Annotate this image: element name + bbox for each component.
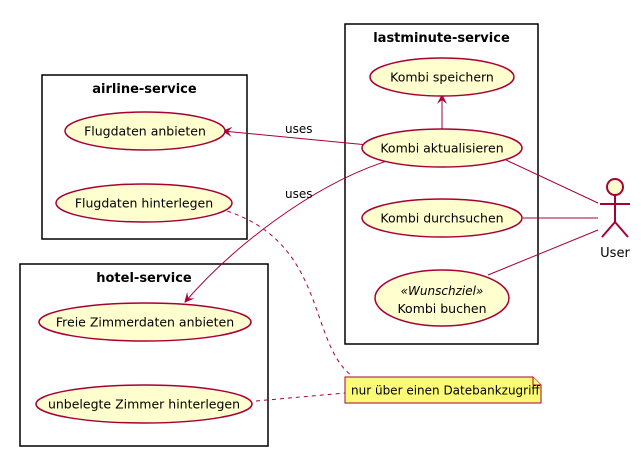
package-title-hotel: hotel-service (96, 271, 192, 286)
usecase-label: unbelegte Zimmer hinterlegen (48, 397, 240, 412)
usecase-flugdaten-anbieten: Flugdaten anbieten (64, 111, 226, 151)
usecase-unbelegte-zimmer-hinterlegen: unbelegte Zimmer hinterlegen (35, 384, 253, 424)
usecase-label: Kombi durchsuchen (380, 211, 503, 226)
usecase-label: Kombi aktualisieren (380, 141, 503, 156)
usecase-kombi-buchen: «Wunschziel» Kombi buchen (374, 269, 510, 327)
edge-label-uses-2: uses (285, 187, 313, 201)
actor-user: User (600, 178, 630, 261)
note-text: nur über einen Datebankzugriff (351, 384, 540, 398)
usecase-kombi-durchsuchen: Kombi durchsuchen (361, 198, 523, 238)
uses-arrow-flugdaten-anbieten (222, 126, 369, 146)
usecase-label: Kombi speichern (390, 70, 494, 85)
usecase-label: Kombi buchen (397, 301, 486, 316)
usecase-label: Flugdaten hinterlegen (75, 196, 213, 211)
assoc-user-kombi-buchen (487, 229, 599, 276)
usecase-label: Freie Zimmerdaten anbieten (56, 315, 234, 330)
usecase-freie-zimmerdaten-anbieten: Freie Zimmerdaten anbieten (38, 302, 252, 342)
actor-head (606, 178, 624, 196)
usecase-label: Flugdaten anbieten (84, 124, 206, 139)
actor-label: User (600, 246, 630, 261)
usecase-kombi-speichern: Kombi speichern (369, 57, 515, 97)
usecase-stereotype: «Wunschziel» (401, 284, 484, 298)
package-title-lastminute: lastminute-service (373, 31, 510, 46)
note-connector-flugdaten (203, 204, 353, 377)
usecase-kombi-aktualisieren: Kombi aktualisieren (361, 128, 523, 168)
edge-label-uses-1: uses (285, 122, 313, 136)
package-title-airline: airline-service (92, 82, 197, 97)
assoc-user-kombi-aktualisieren (505, 159, 599, 204)
note: nur über einen Datebankzugriff (344, 376, 542, 404)
usecase-flugdaten-hinterlegen: Flugdaten hinterlegen (55, 183, 233, 223)
note-connector-zimmer (255, 392, 346, 402)
uses-arrow-freie-zimmerdaten (184, 159, 391, 303)
